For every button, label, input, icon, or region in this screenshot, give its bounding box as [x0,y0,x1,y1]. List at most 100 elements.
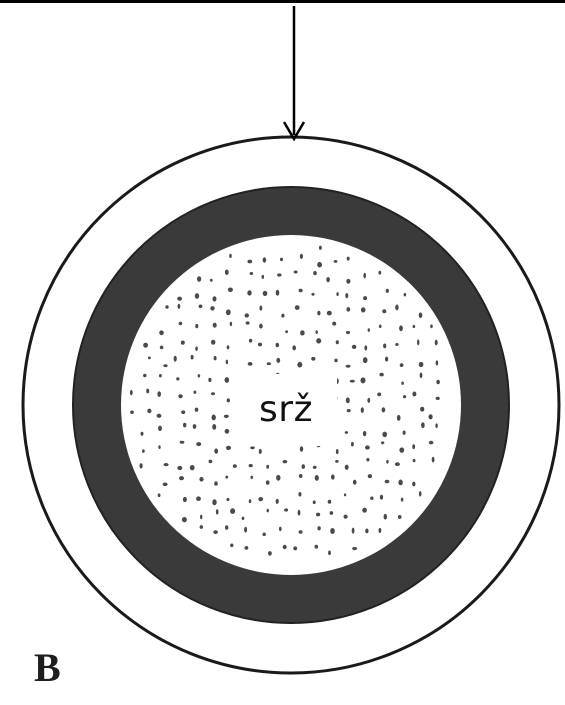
stipple-dot [259,324,263,329]
stipple-dot [227,398,230,402]
stipple-dot [283,545,287,549]
stipple-dot [224,415,229,418]
stipple-dot [200,525,203,529]
stipple-dot [179,476,184,480]
stipple-dot [361,407,364,413]
stipple-dot [263,291,268,296]
stipple-dot [194,391,197,394]
stipple-dot [249,464,253,467]
stipple-dot [276,499,279,504]
stipple-dot [250,272,254,275]
stipple-dot [379,373,383,377]
stipple-dot [395,343,398,346]
stipple-dot [413,459,416,462]
stipple-dot [316,513,320,517]
stipple-dot [379,325,382,329]
stipple-dot [362,508,367,513]
stipple-dot [227,345,230,349]
stipple-dot [230,544,233,548]
stipple-dot [366,458,369,461]
stipple-dot [315,475,319,481]
stipple-dot [397,415,401,421]
stipple-dot [386,289,389,293]
stipple-dot [210,279,213,282]
stipple-dot [326,277,330,282]
stipple-dot [300,446,303,452]
stipple-dot [364,345,367,350]
stipple-dot [386,460,388,464]
stipple-dot [279,527,282,531]
stipple-dot [157,391,161,397]
stipple-dot [436,397,440,400]
stipple-dot [263,533,266,537]
stipple-dot [334,359,337,363]
stipple-dot [311,293,314,296]
stipple-dot [351,442,354,447]
stipple-dot [313,271,317,275]
stipple-dot [245,546,249,550]
stipple-dot [347,409,351,412]
stipple-dot [283,460,288,463]
stipple-dot [212,424,216,430]
stipple-dot [420,373,423,379]
stipple-dot [403,431,406,435]
stipple-dot [229,254,232,258]
stipple-dot [193,424,197,429]
stipple-dot [417,339,419,345]
stipple-dot [395,305,398,311]
stipple-dot [250,446,255,449]
stipple-dot [346,397,350,403]
stipple-dot [316,330,318,334]
stipple-dot [247,290,251,295]
stipple-dot [353,480,357,485]
stipple-dot [421,422,425,428]
stipple-dot [317,262,322,268]
stipple-dot [158,445,160,449]
stipple-dot [276,475,280,481]
stipple-dot [147,409,151,414]
stipple-dot [436,380,440,385]
stipple-dot [249,499,252,503]
stipple-dot [198,374,201,377]
stipple-dot [345,431,348,434]
stipple-dot [352,528,355,534]
stipple-dot [297,362,302,368]
stipple-dot [385,480,390,484]
stipple-dot [292,345,296,350]
stipple-dot [294,271,298,274]
stipple-dot [242,517,245,520]
stipple-dot [163,483,168,487]
stipple-dot [363,273,366,279]
stipple-dot [276,290,280,296]
stipple-dot [327,311,332,316]
stipple-dot [345,293,348,298]
stipple-dot [430,324,433,328]
stipple-dot [244,527,247,533]
stipple-dot [182,517,187,522]
stipple-dot [164,463,169,466]
stipple-dot [143,374,146,378]
stipple-dot [260,306,263,311]
stipple-dot [160,346,164,350]
stipple-dot [200,515,202,519]
stipple-dot [190,465,195,470]
stipple-dot [276,343,280,348]
stipple-dot [368,474,372,478]
stipple-dot [211,340,215,345]
stipple-dot [226,498,229,501]
stipple-dot [178,304,181,309]
stipple-dot [315,545,319,549]
stipple-dot [258,343,262,347]
stipple-dot [178,394,182,398]
stipple-dot [263,257,267,262]
stipple-dot [328,500,332,504]
stipple-dot [419,491,422,497]
stipple-dot [316,338,321,343]
stipple-dot [225,476,228,479]
stipple-dot [146,389,149,394]
stipple-dot [196,496,201,501]
stipple-dot [381,441,384,444]
stipple-dot [344,515,348,519]
stipple-dot [267,362,271,365]
stipple-dot [199,305,203,309]
